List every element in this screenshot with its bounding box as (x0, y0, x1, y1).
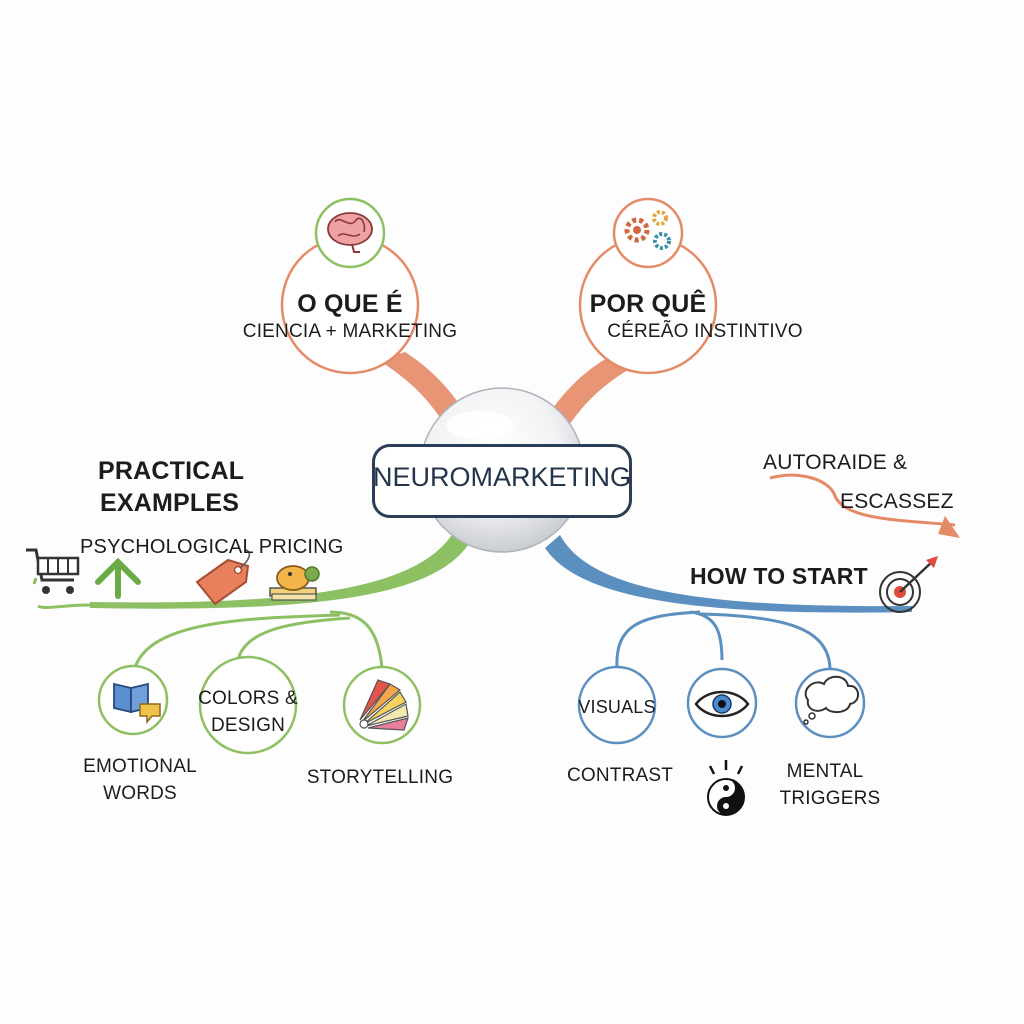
emotional-words-line2: WORDS (103, 783, 177, 804)
target-icon (879, 556, 938, 613)
branch-how-sub-3 (699, 612, 832, 669)
central-node-label: NEUROMARKETING (372, 462, 632, 492)
colors-design-line1: COLORS & (198, 688, 298, 709)
book-speech-icon (113, 682, 161, 725)
colors-design-line2: DESIGN (210, 715, 286, 736)
central-node-frame (372, 444, 632, 518)
por-que-subtitle: CÉREÃO INSTINTIVO (607, 321, 803, 342)
note-line2: ESCASSEZ (840, 490, 954, 513)
por-que-title: POR QUÊ (589, 290, 707, 318)
branch-practical (90, 530, 468, 609)
brain-icon (327, 212, 373, 253)
branch-how-sub-2 (689, 610, 724, 661)
o-que-e-title: O QUE É (297, 290, 403, 318)
node-colors-design-circle (198, 655, 298, 755)
shopping-cart-icon (26, 548, 80, 594)
storytelling-label: STORYTELLING (306, 767, 454, 788)
branch-practical-sub-2 (236, 616, 351, 661)
branch-practical-sub-1 (133, 613, 341, 669)
branch-how-to-start (545, 535, 912, 613)
contrast-label: CONTRAST (566, 765, 674, 786)
sphere-highlight (446, 411, 514, 439)
eye-icon (694, 690, 750, 718)
gears-icon (624, 210, 671, 250)
note-line1: AUTORAIDE & (763, 451, 908, 474)
branch-practical-tail (37, 603, 91, 610)
visuals-label: VISUALS (578, 697, 656, 717)
thought-bubble-icon (803, 675, 859, 725)
o-que-e-subtitle: CIENCIA + MARKETING (242, 321, 458, 342)
psychological-pricing-label: PSYCHOLOGICAL PRICING (80, 536, 344, 558)
arrow-up-icon (95, 557, 141, 599)
mental-triggers-line1: MENTAL (786, 761, 864, 782)
branch-top-right (545, 352, 646, 430)
emotional-words-line1: EMOTIONAL (83, 756, 197, 777)
practical-title-line2: EXAMPLES (100, 489, 240, 517)
note-arrow-head (938, 516, 960, 538)
yin-yang-icon (707, 760, 745, 816)
practical-title-line1: PRACTICAL (98, 457, 245, 485)
piggy-money-icon (269, 565, 320, 601)
how-to-start-title: HOW TO START (690, 563, 868, 589)
note-arrow (769, 473, 956, 527)
branch-practical-sub-3 (329, 610, 384, 669)
color-swatch-icon (359, 679, 409, 731)
mental-triggers-line2: TRIGGERS (779, 788, 881, 809)
branch-how-sub-1 (615, 610, 701, 669)
price-tag-icon (195, 549, 251, 606)
node-visuals-circle (577, 665, 657, 745)
